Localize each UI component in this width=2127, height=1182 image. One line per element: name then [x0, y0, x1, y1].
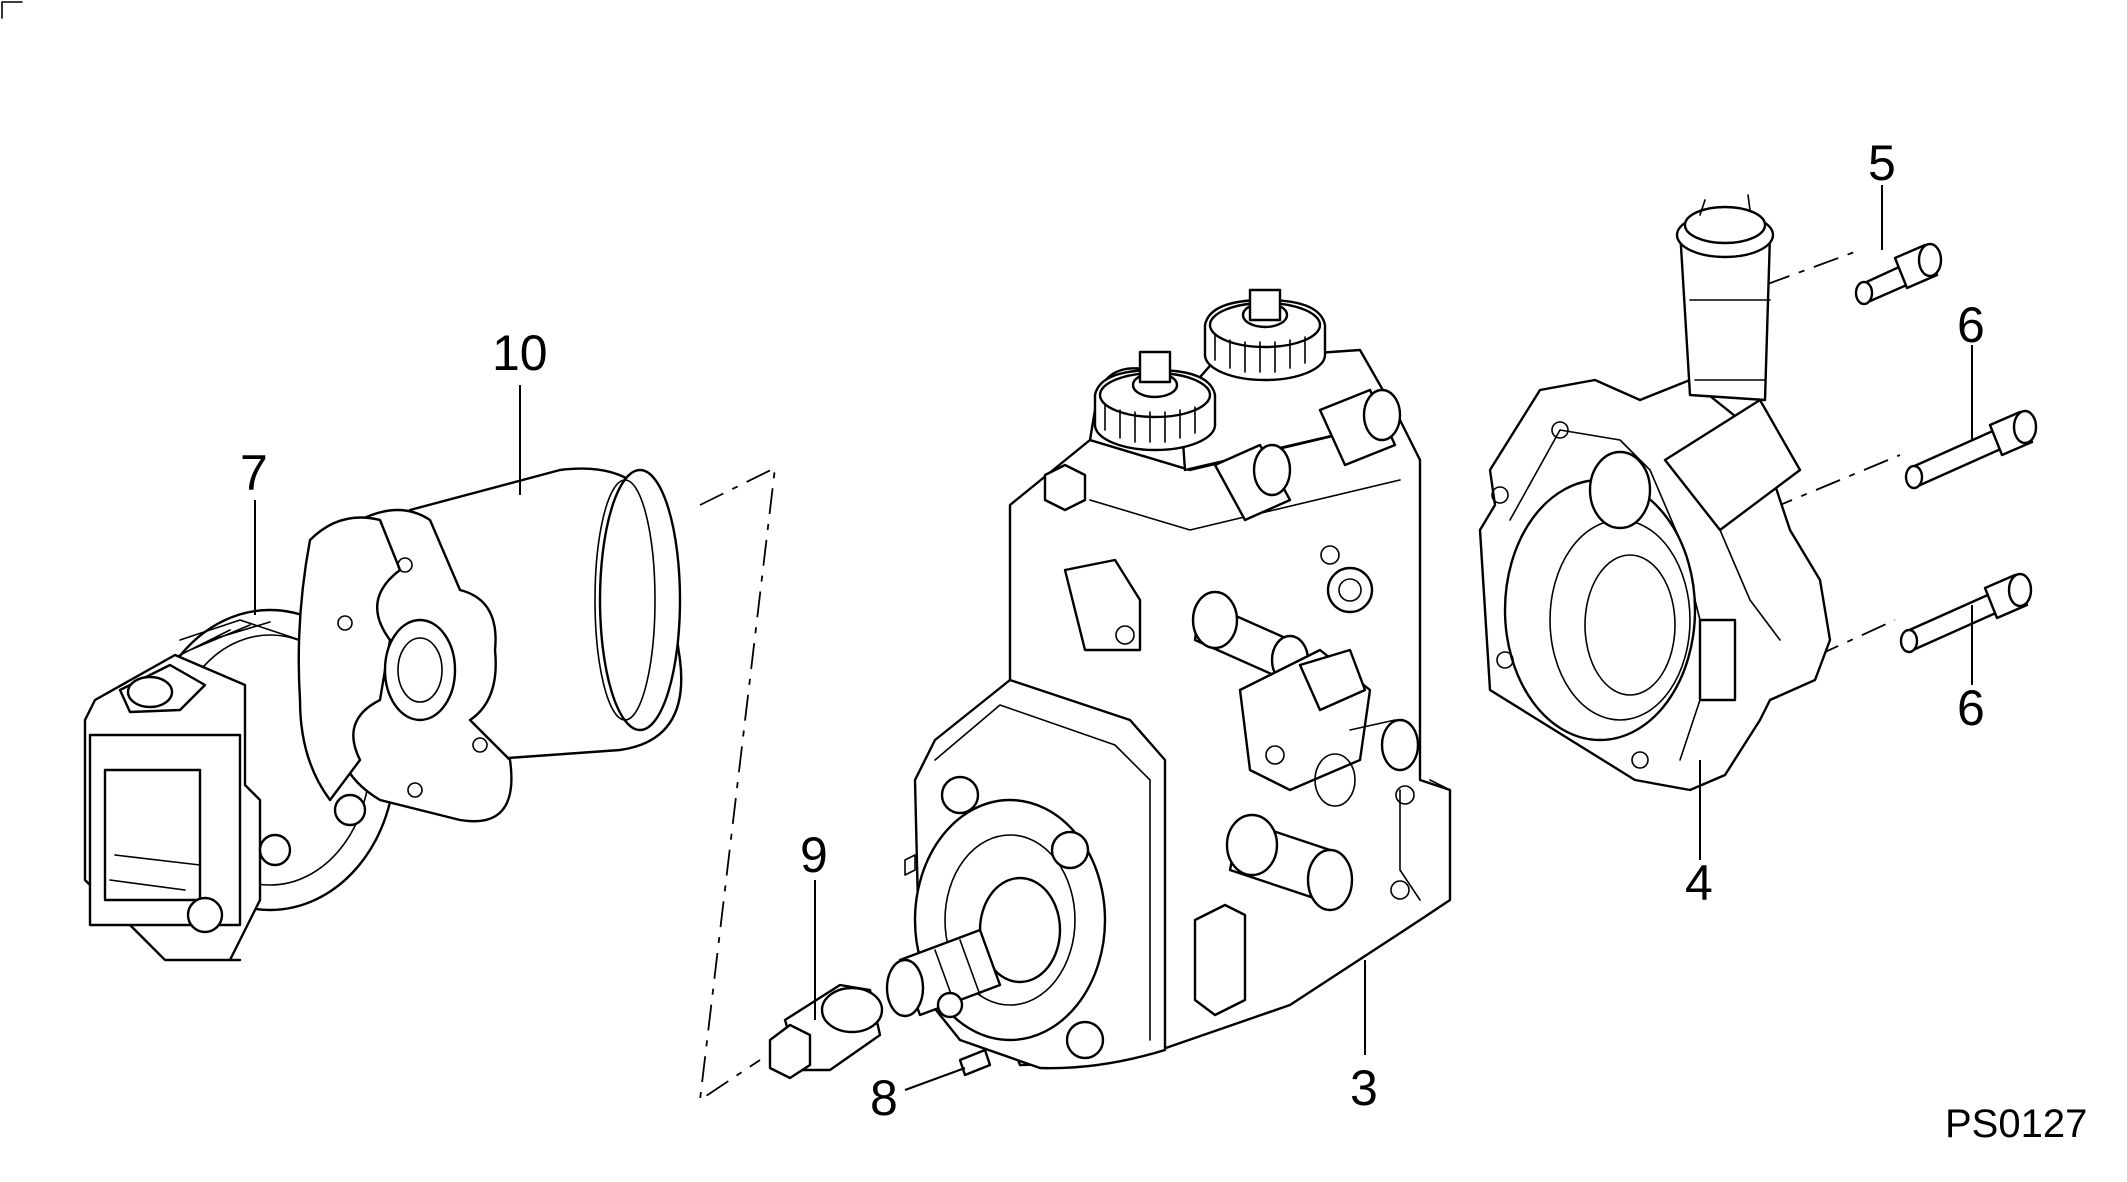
- callout-8: 8: [870, 1070, 898, 1126]
- callout-10: 10: [492, 325, 548, 381]
- part-3-pump-body: [885, 288, 1452, 1070]
- part-5-bolt: [1854, 242, 1943, 306]
- leader-lines: [254, 185, 1973, 1091]
- callout-6-lower: 6: [1957, 680, 1985, 736]
- part-7-coupling: [83, 608, 397, 962]
- drawing-reference-code: PS0127: [1945, 1102, 2087, 1146]
- assembly-axis-6b: [1719, 619, 1896, 701]
- part-6-bolt-upper: [1904, 409, 2038, 490]
- callout-3: 3: [1350, 1060, 1378, 1116]
- part-10-drive-flange: [297, 467, 683, 823]
- assembly-axis-6a: [1719, 454, 1901, 531]
- assembly-axis-left: [698, 466, 777, 1102]
- part-6-bolt-lower: [1899, 572, 2033, 654]
- callout-4: 4: [1685, 855, 1713, 911]
- callout-6-upper: 6: [1957, 297, 1985, 353]
- assembly-axis-5: [1764, 249, 1861, 286]
- part-4-cover: [1478, 194, 1832, 792]
- corner-mark: [1, 1, 23, 19]
- callout-7: 7: [240, 445, 268, 501]
- part-9-nut: [768, 983, 884, 1080]
- part-8-key: [958, 1048, 992, 1077]
- callout-9: 9: [800, 827, 828, 883]
- callout-5: 5: [1868, 135, 1896, 191]
